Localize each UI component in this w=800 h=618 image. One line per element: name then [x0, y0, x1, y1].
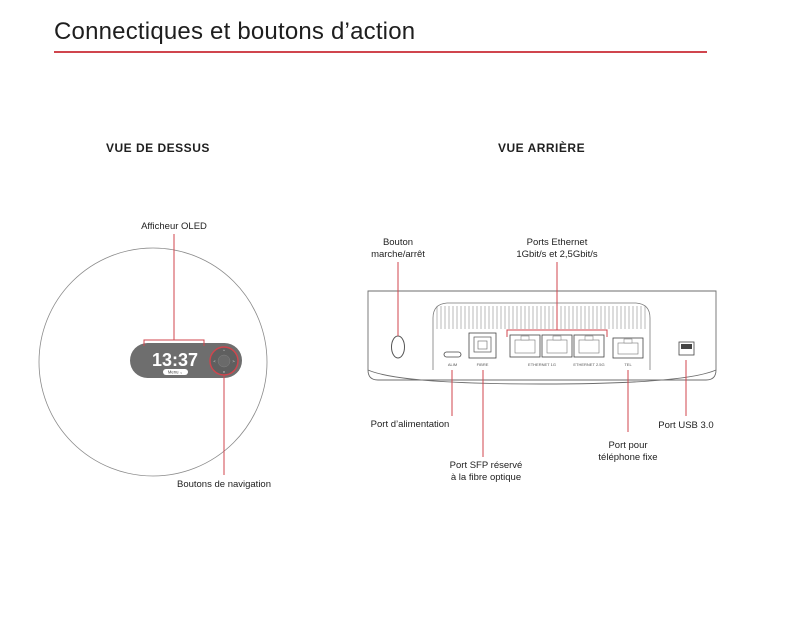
label-power-button: Bouton marche/arrêt: [348, 237, 448, 261]
rear-view-device: ALIM FIBRE ETHERNET 1G ETHERNET 2.5G TEL: [367, 262, 717, 457]
label-navigation-buttons: Boutons de navigation: [176, 479, 272, 490]
oled-menu-chip: [163, 369, 188, 375]
label-ethernet-line2: 1Gbit/s et 2,5Gbit/s: [516, 249, 598, 260]
title-divider: [54, 51, 707, 53]
ethernet-1g-text: ETHERNET 1G: [528, 362, 556, 367]
label-phone-line1: Port pour: [608, 440, 648, 451]
rear-recess: [432, 302, 651, 370]
label-phone-line2: téléphone fixe: [598, 452, 658, 463]
vent-slots: [436, 306, 646, 329]
nav-up-icon: ^: [223, 348, 225, 353]
label-usb-port: Port USB 3.0: [658, 420, 714, 431]
navigation-center: [217, 354, 231, 368]
power-port: [443, 351, 462, 358]
section-heading-rear-view: VUE ARRIÈRE: [498, 141, 586, 155]
label-power-port: Port d’alimentation: [370, 419, 450, 430]
tel-port-text: TEL: [624, 362, 632, 367]
label-ethernet-ports: Ports Ethernet 1Gbit/s et 2,5Gbit/s: [496, 237, 618, 261]
oled-time: 13:37: [152, 350, 198, 370]
label-phone-port: Port pour téléphone fixe: [580, 440, 676, 464]
power-button: [391, 335, 405, 359]
sfp-port-text: FIBRE: [477, 362, 489, 367]
label-power-button-line1: Bouton: [382, 237, 414, 248]
label-ethernet-line1: Ports Ethernet: [526, 237, 588, 248]
nav-left-icon: <: [213, 359, 216, 364]
label-sfp-line2: à la fibre optique: [450, 472, 522, 483]
section-heading-top-view: VUE DE DESSUS: [106, 141, 210, 155]
label-oled-display: Afficheur OLED: [141, 221, 207, 232]
page-title: Connectiques et boutons d’action: [54, 18, 416, 45]
label-power-button-line2: marche/arrêt: [371, 249, 425, 260]
ethernet-ports: [509, 334, 605, 358]
power-port-text: ALIM: [448, 362, 457, 367]
top-view-device: 13:37 Menu ⌄ ^ v < >: [38, 234, 268, 477]
label-sfp-line1: Port SFP réservé: [449, 460, 523, 471]
sfp-port-core: [477, 340, 488, 350]
oled-menu-text: Menu ⌄: [168, 370, 183, 375]
ethernet-25g-text: ETHERNET 2.5G: [573, 362, 604, 367]
nav-right-icon: >: [232, 359, 235, 364]
nav-down-icon: v: [223, 369, 225, 374]
label-sfp-port: Port SFP réservé à la fibre optique: [430, 460, 542, 484]
